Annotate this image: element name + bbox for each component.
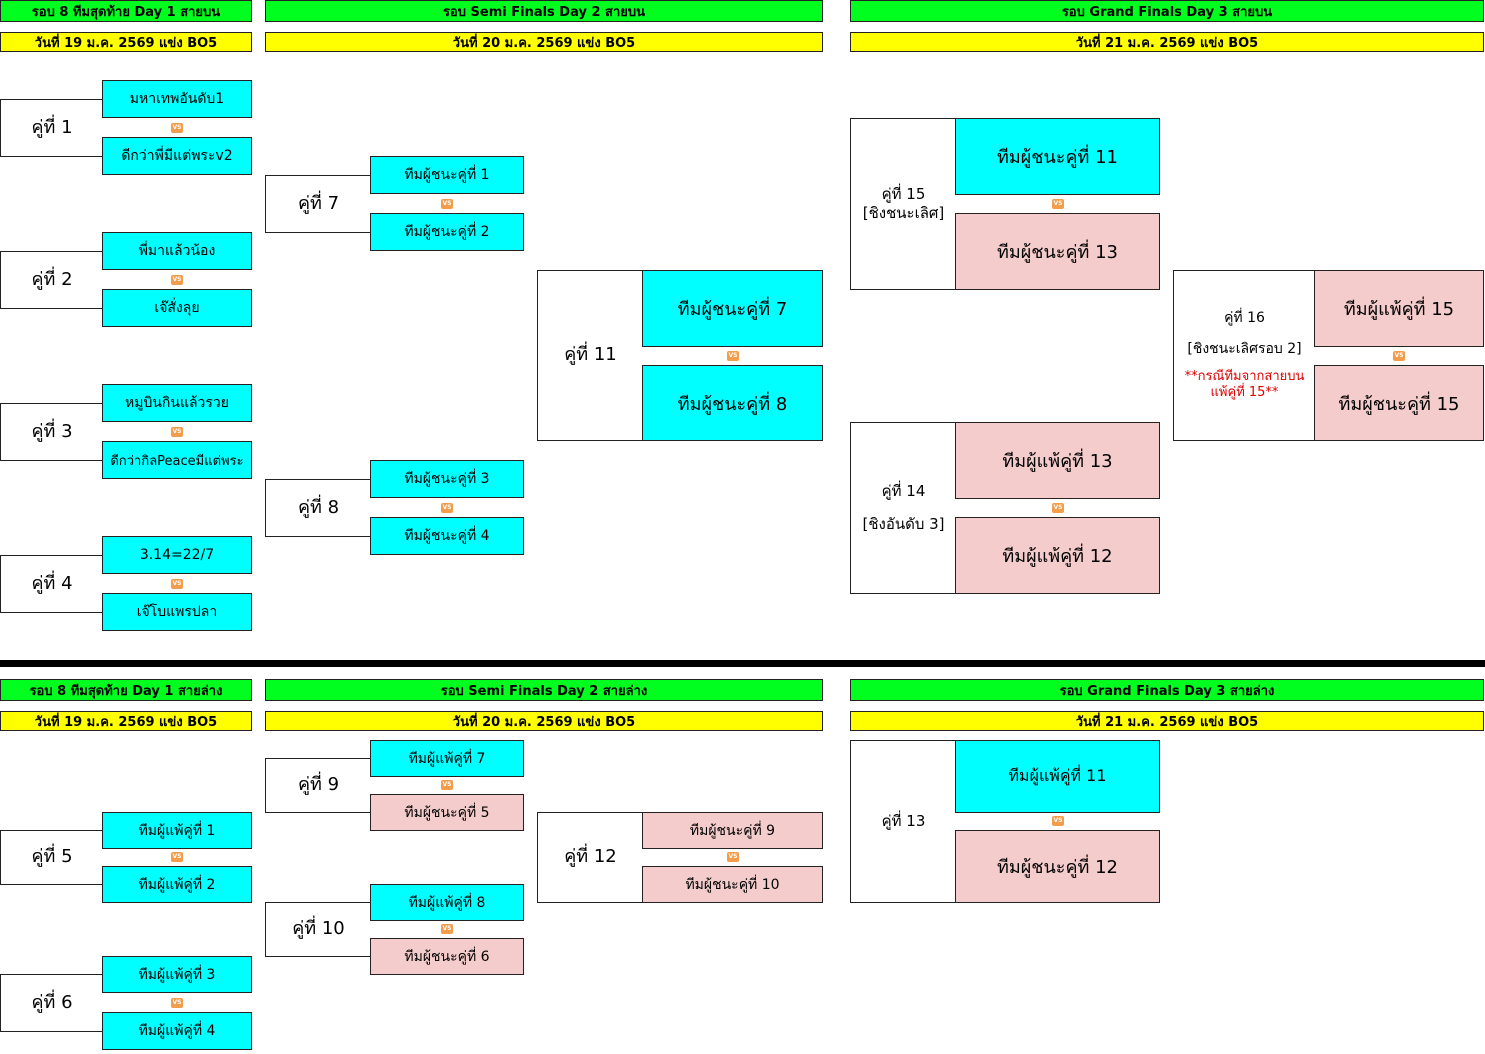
match-label-text: คู่ที่ 3: [31, 420, 73, 442]
match-14-team-a[interactable]: ทีมผู้แพ้คู่ที่ 13: [955, 422, 1160, 499]
match-14-label: คู่ที่ 14 [ชิงอันดับ 3]: [850, 422, 956, 594]
match-6-label: คู่ที่ 6: [0, 974, 103, 1032]
match-10-team-a[interactable]: ทีมผู้แพ้คู่ที่ 8: [370, 884, 524, 921]
match-13-team-a[interactable]: ทีมผู้แพ้คู่ที่ 11: [955, 740, 1160, 813]
match-7-label: คู่ที่ 7: [265, 175, 371, 233]
vs-icon: VS: [1393, 351, 1405, 361]
upper-round3-date: วันที่ 21 ม.ค. 2569 แข่ง BO5: [850, 32, 1484, 52]
match-16-note: **กรณีทีมจากสายบน แพ้คู่ที่ 15**: [1184, 368, 1305, 400]
match-label-text: คู่ที่ 15: [881, 185, 926, 204]
upper-round2-header: รอบ Semi Finals Day 2 สายบน: [265, 0, 823, 22]
match-5-label: คู่ที่ 5: [0, 830, 103, 885]
match-subtitle: [ชิงชนะเลิศรอบ 2]: [1187, 341, 1302, 358]
lower-round2-date: วันที่ 20 ม.ค. 2569 แข่ง BO5: [265, 711, 823, 731]
vs-icon: VS: [171, 123, 183, 133]
match-13-team-b[interactable]: ทีมผู้ชนะคู่ที่ 12: [955, 830, 1160, 903]
match-9-label: คู่ที่ 9: [265, 758, 371, 813]
match-11-team-b[interactable]: ทีมผู้ชนะคู่ที่ 8: [642, 365, 823, 441]
match-label-text: คู่ที่ 1: [31, 116, 73, 138]
vs-icon: VS: [171, 275, 183, 285]
match-9-team-b[interactable]: ทีมผู้ชนะคู่ที่ 5: [370, 794, 524, 831]
match-11-label: คู่ที่ 11: [537, 270, 643, 441]
match-1-team-b[interactable]: ดีกว่าพี่มีแต่พระv2: [102, 137, 252, 175]
match-7-team-b[interactable]: ทีมผู้ชนะคู่ที่ 2: [370, 213, 524, 251]
match-8-team-b[interactable]: ทีมผู้ชนะคู่ที่ 4: [370, 517, 524, 555]
lower-round1-header: รอบ 8 ทีมสุดท้าย Day 1 สายล่าง: [0, 679, 252, 701]
vs-icon: VS: [441, 199, 453, 209]
match-6-team-b[interactable]: ทีมผู้แพ้คู่ที่ 4: [102, 1012, 252, 1050]
vs-icon: VS: [171, 852, 183, 862]
upper-round1-header: รอบ 8 ทีมสุดท้าย Day 1 สายบน: [0, 0, 252, 22]
match-12-label: คู่ที่ 12: [537, 812, 643, 903]
match-8-team-a[interactable]: ทีมผู้ชนะคู่ที่ 3: [370, 460, 524, 498]
vs-icon: VS: [441, 503, 453, 513]
match-4-team-b[interactable]: เจ๊โบแพรปลา: [102, 593, 252, 631]
match-15-team-b[interactable]: ทีมผู้ชนะคู่ที่ 13: [955, 213, 1160, 290]
match-7-team-a[interactable]: ทีมผู้ชนะคู่ที่ 1: [370, 156, 524, 194]
lower-round3-header: รอบ Grand Finals Day 3 สายล่าง: [850, 679, 1484, 701]
match-label-text: คู่ที่ 5: [31, 846, 73, 868]
match-15-label: คู่ที่ 15 [ชิงชนะเลิศ]: [850, 118, 956, 290]
match-12-team-a[interactable]: ทีมผู้ชนะคู่ที่ 9: [642, 812, 823, 849]
match-5-team-b[interactable]: ทีมผู้แพ้คู่ที่ 2: [102, 866, 252, 903]
lower-round2-header: รอบ Semi Finals Day 2 สายล่าง: [265, 679, 823, 701]
match-label-text: คู่ที่ 4: [31, 572, 73, 594]
vs-icon: VS: [171, 427, 183, 437]
vs-icon: VS: [727, 351, 739, 361]
match-15-team-a[interactable]: ทีมผู้ชนะคู่ที่ 11: [955, 118, 1160, 195]
match-label-text: คู่ที่ 10: [292, 918, 345, 940]
match-13-label: คู่ที่ 13: [850, 740, 956, 903]
match-2-team-a[interactable]: พี่มาแล้วน้อง: [102, 232, 252, 270]
vs-icon: VS: [171, 579, 183, 589]
vs-icon: VS: [727, 852, 739, 862]
vs-icon: VS: [1052, 199, 1064, 209]
match-label-text: คู่ที่ 8: [297, 496, 340, 518]
match-16-team-a[interactable]: ทีมผู้แพ้คู่ที่ 15: [1314, 270, 1484, 347]
match-label-text: คู่ที่ 16: [1224, 309, 1265, 326]
match-5-team-a[interactable]: ทีมผู้แพ้คู่ที่ 1: [102, 812, 252, 849]
match-label-text: คู่ที่ 14: [881, 482, 926, 501]
vs-icon: VS: [441, 924, 453, 934]
match-1-team-a[interactable]: มหาเทพอันดับ1: [102, 80, 252, 118]
match-6-team-a[interactable]: ทีมผู้แพ้คู่ที่ 3: [102, 956, 252, 993]
vs-icon: VS: [441, 780, 453, 790]
upper-round3-header: รอบ Grand Finals Day 3 สายบน: [850, 0, 1484, 22]
match-label-text: คู่ที่ 7: [297, 192, 340, 214]
match-8-label: คู่ที่ 8: [265, 479, 371, 537]
match-2-label: คู่ที่ 2: [0, 251, 103, 309]
match-label-text: คู่ที่ 2: [31, 268, 73, 290]
match-subtitle: [ชิงอันดับ 3]: [862, 515, 945, 533]
match-4-team-a[interactable]: 3.14=22/7: [102, 536, 252, 574]
match-10-team-b[interactable]: ทีมผู้ชนะคู่ที่ 6: [370, 938, 524, 975]
match-label-text: คู่ที่ 12: [564, 846, 617, 868]
match-10-label: คู่ที่ 10: [265, 902, 371, 957]
match-label-text: คู่ที่ 9: [297, 774, 340, 796]
match-16-label: คู่ที่ 16 [ชิงชนะเลิศรอบ 2] **กรณีทีมจาก…: [1173, 270, 1315, 441]
match-3-label: คู่ที่ 3: [0, 403, 103, 461]
lower-round3-date: วันที่ 21 ม.ค. 2569 แข่ง BO5: [850, 711, 1484, 731]
upper-round2-date: วันที่ 20 ม.ค. 2569 แข่ง BO5: [265, 32, 823, 52]
match-label-text: คู่ที่ 11: [564, 344, 617, 366]
match-label-text: คู่ที่ 6: [31, 991, 73, 1013]
match-14-team-b[interactable]: ทีมผู้แพ้คู่ที่ 12: [955, 517, 1160, 594]
match-3-team-a[interactable]: หมูบินกินแล้วรวย: [102, 384, 252, 422]
match-11-team-a[interactable]: ทีมผู้ชนะคู่ที่ 7: [642, 270, 823, 347]
match-label-text: คู่ที่ 13: [881, 812, 926, 831]
match-4-label: คู่ที่ 4: [0, 555, 103, 613]
bracket-divider: [0, 660, 1485, 667]
vs-icon: VS: [1052, 503, 1064, 513]
vs-icon: VS: [1052, 816, 1064, 826]
lower-round1-date: วันที่ 19 ม.ค. 2569 แข่ง BO5: [0, 711, 252, 731]
match-1-label: คู่ที่ 1: [0, 99, 103, 157]
match-2-team-b[interactable]: เจ๊สั่งลุย: [102, 289, 252, 327]
match-subtitle: [ชิงชนะเลิศ]: [862, 204, 945, 222]
match-3-team-b[interactable]: ดีกว่ากิลPeaceมีแต่พระ: [102, 441, 252, 479]
vs-icon: VS: [171, 998, 183, 1008]
upper-round1-date: วันที่ 19 ม.ค. 2569 แข่ง BO5: [0, 32, 252, 52]
match-12-team-b[interactable]: ทีมผู้ชนะคู่ที่ 10: [642, 866, 823, 903]
match-9-team-a[interactable]: ทีมผู้แพ้คู่ที่ 7: [370, 740, 524, 777]
match-16-team-b[interactable]: ทีมผู้ชนะคู่ที่ 15: [1314, 365, 1484, 441]
